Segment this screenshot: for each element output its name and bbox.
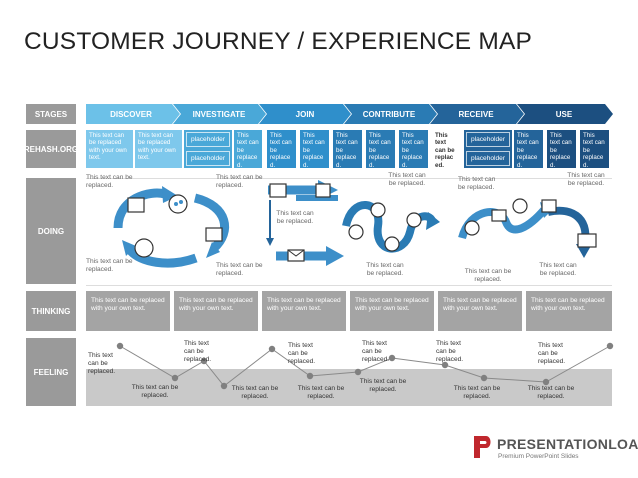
doing-text-7: This text can be replaced. xyxy=(366,262,404,277)
feeling-point xyxy=(388,354,396,362)
rehash-cell-use-2: This text can be replace d. xyxy=(580,130,609,168)
thinking-box-contribute: This text can be replaced with your own … xyxy=(350,291,434,331)
thinking-box-use: This text can be replaced with your own … xyxy=(526,291,612,331)
feeling-point xyxy=(480,374,488,382)
monitor-icon xyxy=(541,199,557,213)
rehash-cell-discover-2: This text can be replaced with your own … xyxy=(135,130,182,168)
feeling-text-6: This text can be replaced. xyxy=(297,385,345,400)
feeling-point xyxy=(220,382,228,390)
phone-icon xyxy=(315,183,331,198)
rehash-cell-join-1: This text can be replace d. xyxy=(267,130,296,168)
monitor-icon xyxy=(127,197,145,213)
thinking-box-discover: This text can be replaced with your own … xyxy=(86,291,170,331)
chevron-discover[interactable] xyxy=(86,104,180,124)
rehash-cell-receive-narrow: This text can be replace d. xyxy=(514,130,543,168)
presentationload-logo-icon xyxy=(474,436,491,458)
chart-icon xyxy=(512,198,528,214)
receive-use-path xyxy=(458,198,597,258)
feeling-point xyxy=(354,368,362,376)
rehash-placeholder-4: placeholder xyxy=(466,151,510,166)
doing-text-6: This text can be replaced. xyxy=(388,172,426,187)
row-label-feeling: FEELING xyxy=(26,338,76,406)
feeling-point xyxy=(200,357,208,365)
feeling-text-12: This text can be replaced. xyxy=(527,385,575,400)
thinking-box-investigate: This text can be replaced with your own … xyxy=(174,291,258,331)
feeling-point xyxy=(306,372,314,380)
chevron-use[interactable] xyxy=(517,104,613,124)
feeling-text-10: This text can be replaced. xyxy=(453,385,501,400)
feeling-text-2: This text can be replaced. xyxy=(131,384,179,399)
chevron-join[interactable] xyxy=(259,104,351,124)
chevron-receive[interactable] xyxy=(430,104,524,124)
globe-icon xyxy=(464,220,480,236)
brand-tagline: Premium PowerPoint Slides xyxy=(498,453,579,460)
rehash-cell-investigate: This text can be replace d. xyxy=(234,130,262,168)
doing-text-8: This text can be replaced. xyxy=(458,176,496,191)
feeling-point xyxy=(116,342,124,350)
feeling-text-11: This text can be replaced. xyxy=(538,342,566,365)
feeling-point xyxy=(542,378,550,386)
smiley-icon xyxy=(370,202,386,218)
feeling-text-4: This text can be replaced. xyxy=(231,385,279,400)
feeling-text-7: This text can be replaced. xyxy=(362,340,390,363)
row-label-rehash: REHASH.ORG xyxy=(24,130,78,168)
brand-name: PRESENTATIONLOAD xyxy=(497,436,638,452)
doing-text-11: This text can be replaced. xyxy=(539,262,577,277)
rehash-placeholder-1: placeholder xyxy=(186,132,230,147)
rehash-cell-contribute-2: This text can be replace d. xyxy=(366,130,395,168)
page-title: CUSTOMER JOURNEY / EXPERIENCE MAP xyxy=(24,28,533,55)
feeling-point xyxy=(268,345,276,353)
smiley-icon xyxy=(384,236,400,252)
doing-text-2: This text can be replaced. xyxy=(86,258,133,273)
doing-text-9: This text can be replaced. xyxy=(464,268,512,283)
doing-text-1: This text can be replaced. xyxy=(86,174,133,189)
rehash-placeholder-group-2 xyxy=(464,130,512,168)
chevron-contribute[interactable] xyxy=(344,104,437,124)
feeling-text-3: This text can be replaced. xyxy=(184,340,212,363)
join-arrows xyxy=(266,180,344,266)
row-label-thinking: THINKING xyxy=(26,291,76,331)
chevron-investigate[interactable] xyxy=(173,104,266,124)
smiley-icon xyxy=(348,224,364,240)
feeling-point xyxy=(171,374,179,382)
rehash-cell-receive-bold: This text can be replac ed. xyxy=(432,130,461,168)
feeling-text-1: This text can be replaced. xyxy=(88,352,116,375)
feeling-text-8: This text can be replaced. xyxy=(359,378,407,393)
rehash-cell-contribute-1: This text can be replace d. xyxy=(333,130,362,168)
feeling-point xyxy=(441,361,449,369)
feeling-point xyxy=(606,342,614,350)
document-icon xyxy=(134,238,154,258)
feeling-text-5: This text can be replaced. xyxy=(288,342,316,365)
thinking-box-join: This text can be replaced with your own … xyxy=(262,291,346,331)
row-label-doing: DOING xyxy=(26,178,76,284)
smiley-icon xyxy=(406,212,422,228)
rehash-placeholder-3: placeholder xyxy=(466,132,510,147)
rehash-cell-use-1: This text can be replace d. xyxy=(547,130,576,168)
rehash-placeholder-group-1 xyxy=(184,130,232,168)
doing-text-4: This text can be replaced. xyxy=(216,262,263,277)
feeling-upper-band xyxy=(86,338,612,372)
thinking-box-receive: This text can be replaced with your own … xyxy=(438,291,522,331)
doing-text-3: This text can be replaced. xyxy=(216,174,263,189)
email-icon xyxy=(491,209,507,222)
doing-text-10: This text can be replaced. xyxy=(567,172,605,187)
rehash-cell-contribute-3: This text can be replace d. xyxy=(399,130,428,168)
feeling-text-9: This text can be replaced. xyxy=(436,340,464,363)
rehash-cell-join-2: This text can be replace d. xyxy=(300,130,329,168)
monitor-icon xyxy=(269,183,287,198)
web-icon xyxy=(577,233,597,248)
discover-cycle xyxy=(113,186,230,268)
row-label-stages: STAGES xyxy=(26,104,76,124)
contribute-squiggle xyxy=(342,201,440,253)
doing-text-5: This text can be replaced. xyxy=(276,210,314,225)
rehash-cell-discover-1: This text can be replaced with your own … xyxy=(86,130,133,168)
browser-icon xyxy=(205,227,223,242)
rehash-placeholder-2: placeholder xyxy=(186,151,230,166)
